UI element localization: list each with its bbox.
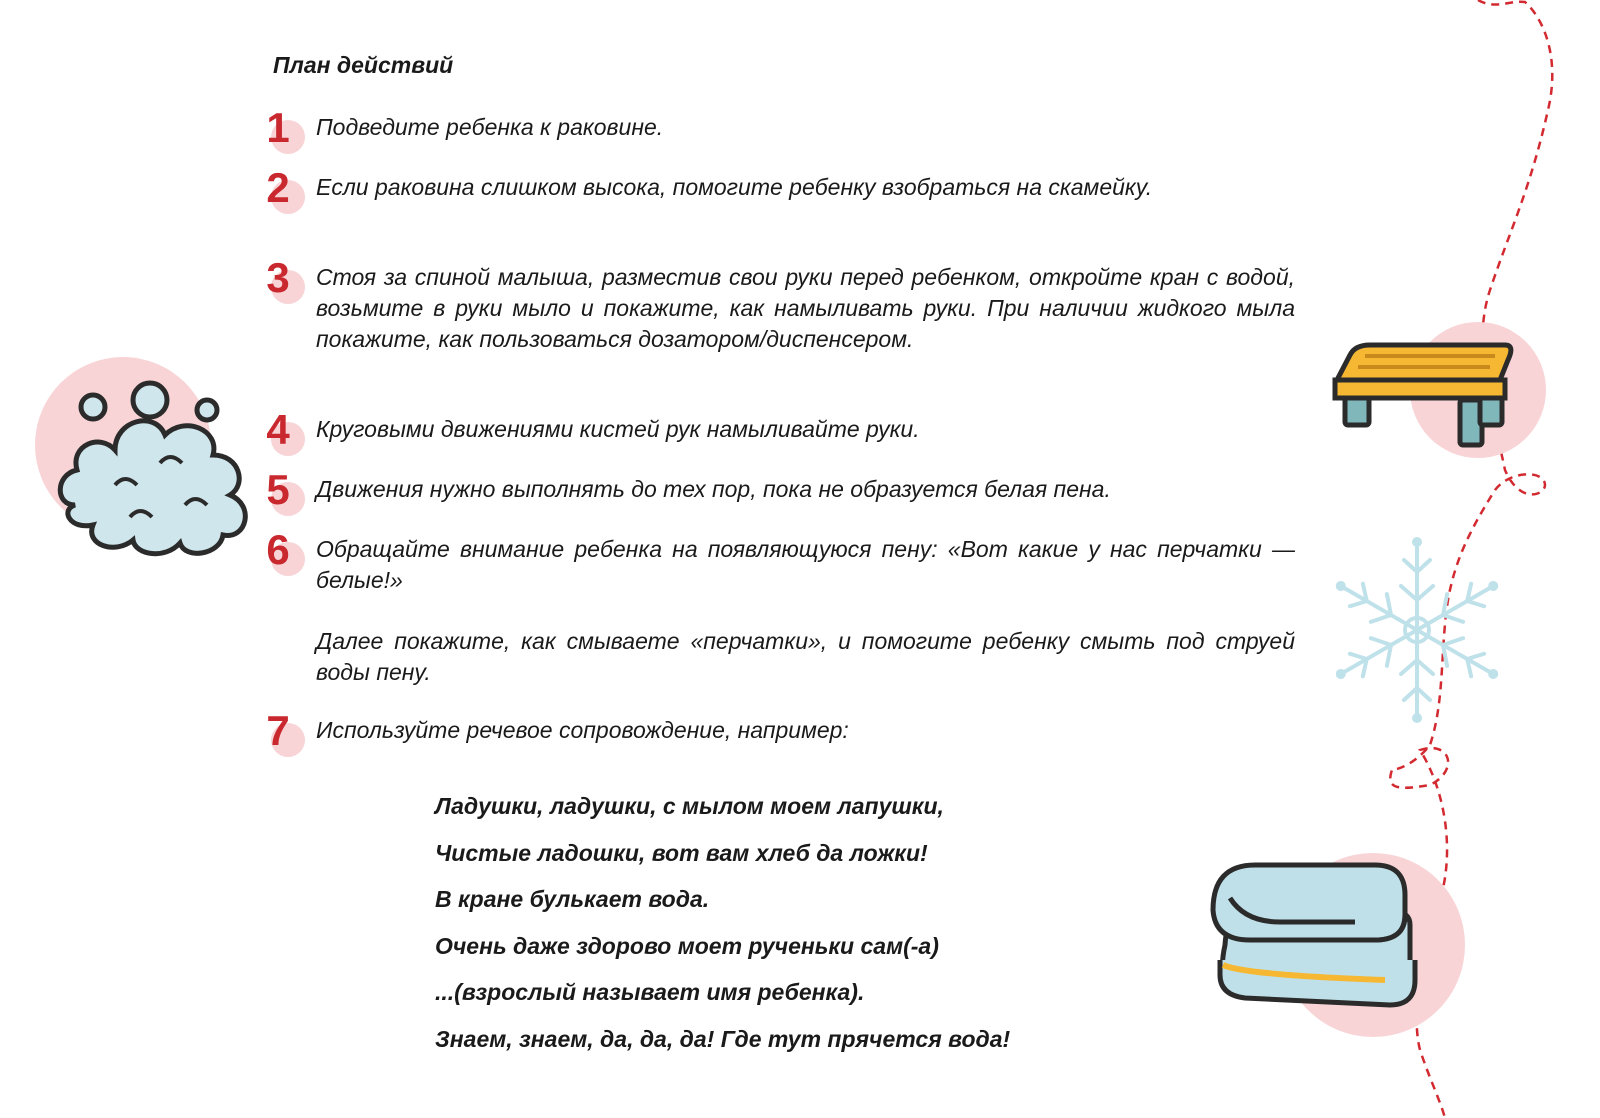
step-number-badge: 5 bbox=[263, 466, 307, 520]
step-text: Используйте речевое сопровождение, напри… bbox=[316, 717, 849, 743]
step-number-badge: 2 bbox=[263, 164, 307, 218]
poem-line: В кране булькает вода. bbox=[435, 886, 710, 912]
step-number: 3 bbox=[266, 254, 290, 301]
soap-foam-icon bbox=[35, 357, 248, 557]
step-number: 1 bbox=[266, 104, 290, 151]
page-title: План действий bbox=[273, 52, 454, 78]
step-number-badge: 3 bbox=[263, 254, 307, 308]
step-item-6: 6 Обращайте внимание ребенка на появляющ… bbox=[263, 526, 1295, 688]
step-number: 7 bbox=[266, 707, 290, 754]
step-number: 6 bbox=[266, 526, 290, 573]
step-item-4: 4 Круговыми движениями кистей рук намыли… bbox=[263, 406, 1295, 456]
step-item-5: 5 Движения нужно выполнять до тех пор, п… bbox=[263, 466, 1295, 516]
step-text: Движения нужно выполнять до тех пор, пок… bbox=[316, 476, 1111, 502]
step-item-2: 2 Если раковина слишком высока, помогите… bbox=[263, 164, 1295, 214]
bench-illustration bbox=[1330, 320, 1550, 460]
poem-block: Ладушки, ладушки, с мылом моем лапушки, … bbox=[435, 786, 1010, 1065]
step-number-circle bbox=[271, 422, 305, 456]
poem-line: ...(взрослый называет имя ребенка). bbox=[435, 979, 865, 1005]
step-number: 2 bbox=[266, 164, 290, 211]
snowflake-icon bbox=[1335, 537, 1499, 723]
step-followup-text: Далее покажите, как смываете «перчатки»,… bbox=[316, 628, 1295, 685]
poem-line: Ладушки, ладушки, с мылом моем лапушки, bbox=[435, 793, 944, 819]
step-number-circle bbox=[271, 482, 305, 516]
poem-line: Очень даже здорово моет рученьки сам(-а) bbox=[435, 932, 939, 959]
step-text: Стоя за спиной малыша, разместив свои ру… bbox=[316, 264, 1295, 352]
step-number: 5 bbox=[266, 466, 290, 513]
step-number-circle bbox=[271, 120, 305, 154]
step-text: Обращайте внимание ребенка на появляющую… bbox=[316, 536, 1295, 593]
bench-icon bbox=[1332, 322, 1546, 458]
step-item-3: 3 Стоя за спиной малыша, разместив свои … bbox=[263, 254, 1295, 355]
step-text: Если раковина слишком высока, помогите р… bbox=[316, 174, 1153, 200]
step-number-circle bbox=[271, 542, 305, 576]
step-number-badge: 7 bbox=[263, 707, 307, 761]
towel-illustration bbox=[1205, 850, 1465, 1040]
poem-line: Чистые ладошки, вот вам хлеб да ложки! bbox=[435, 839, 928, 866]
step-number: 4 bbox=[266, 406, 290, 453]
step-text: Круговыми движениями кистей рук намылива… bbox=[316, 416, 920, 442]
step-item-7: 7 Используйте речевое сопровождение, нап… bbox=[263, 707, 1295, 757]
towel-icon bbox=[1210, 853, 1465, 1037]
poem-line: Знаем, знаем, да, да, да! Где тут прячет… bbox=[435, 1025, 1011, 1052]
step-item-1: 1 Подведите ребенка к раковине. bbox=[263, 104, 1295, 154]
snowflake-illustration bbox=[1320, 535, 1515, 725]
step-number-badge: 4 bbox=[263, 406, 307, 460]
step-number-badge: 1 bbox=[263, 104, 307, 158]
step-text: Подведите ребенка к раковине. bbox=[316, 114, 664, 140]
soap-foam-illustration bbox=[35, 355, 265, 565]
step-number-circle bbox=[271, 270, 305, 304]
step-number-badge: 6 bbox=[263, 526, 307, 580]
step-number-circle bbox=[271, 723, 305, 757]
step-number-circle bbox=[271, 180, 305, 214]
